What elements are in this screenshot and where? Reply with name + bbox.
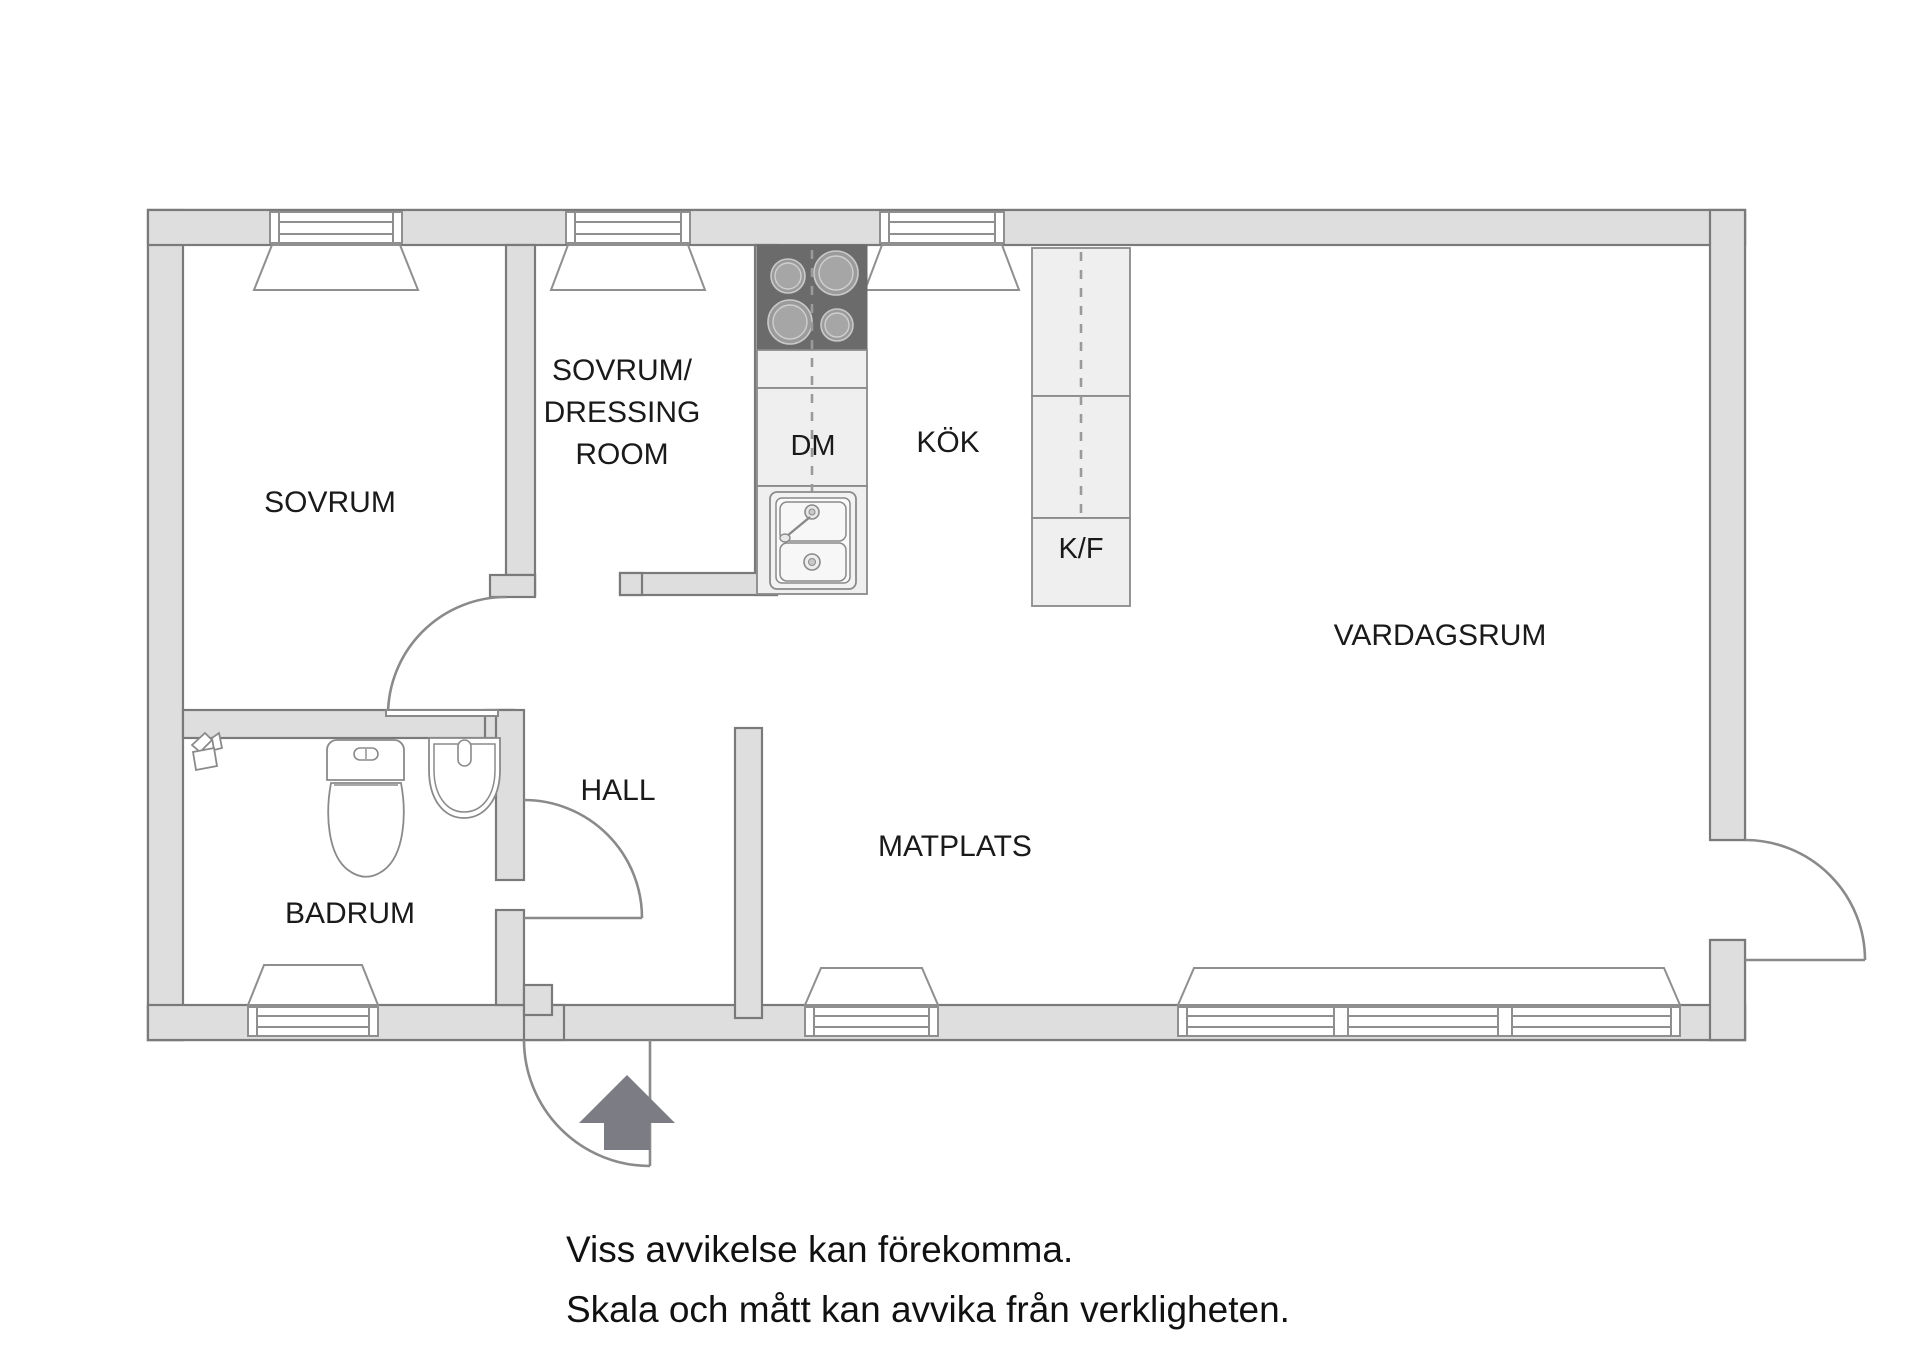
- wall-outer-left: [146, 208, 185, 1042]
- kitchen-counter-run: [756, 244, 868, 595]
- window-dressing-room: [549, 211, 707, 291]
- disclaimer-line-2: Skala och mått kan avvika från verklighe…: [566, 1289, 1290, 1330]
- window-bathroom: [246, 964, 380, 1037]
- wall-kitchen-stub-end: [618, 571, 644, 597]
- wall-sovrum-dressing: [504, 243, 537, 597]
- room-label-kok: KÖK: [916, 426, 979, 459]
- kitchen-sink: [769, 491, 857, 590]
- patio-door[interactable]: [1744, 838, 1867, 962]
- window-dining: [803, 967, 940, 1037]
- bathroom-door[interactable]: [523, 798, 644, 920]
- window-living-room: [1176, 967, 1682, 1037]
- appliance-label-dm: DM: [790, 430, 835, 462]
- room-labels-group: SOVRUM SOVRUM/ DRESSING ROOM KÖK VARDAGS…: [264, 354, 1546, 930]
- room-label-badrum: BADRUM: [285, 897, 415, 930]
- bathroom-fixtures-group: [190, 731, 501, 878]
- windows-group: [246, 211, 1682, 1037]
- disclaimer-line-1: Viss avvikelse kan förekomma.: [566, 1229, 1073, 1270]
- wall-outer-right-band-upper: [1708, 208, 1747, 842]
- room-label-sovrum-dressing-line2: DRESSING: [544, 396, 701, 429]
- wall-entrance-nib: [522, 983, 554, 1017]
- appliance-label-kf: K/F: [1058, 533, 1103, 565]
- disclaimer-group: Viss avvikelse kan förekomma. Skala och …: [566, 1229, 1290, 1330]
- bedroom-door[interactable]: [385, 595, 507, 717]
- window-bedroom: [252, 211, 420, 291]
- interior-fill: [183, 245, 1710, 1005]
- wall-kitchen-south-stub: [618, 571, 779, 597]
- doors-group: [385, 595, 1867, 1168]
- room-label-hall: HALL: [580, 774, 655, 807]
- shower-mixer: [190, 731, 224, 772]
- kf-cabinet-bottom: [1031, 517, 1131, 607]
- room-label-sovrum-dressing-line3: ROOM: [575, 438, 668, 471]
- wall-outer-right-band-lower: [1708, 938, 1747, 1042]
- window-kitchen: [863, 211, 1021, 291]
- room-label-sovrum: SOVRUM: [264, 486, 396, 519]
- wash-basin: [428, 737, 501, 819]
- entrance-arrow: [579, 1075, 675, 1150]
- wall-badrum-hall-lower: [494, 908, 526, 1007]
- toilet: [326, 739, 405, 878]
- room-label-sovrum-dressing-line1: SOVRUM/: [552, 354, 693, 387]
- fridge-freezer-column: [1031, 247, 1131, 607]
- stove-cooktop: [756, 244, 868, 351]
- wall-badrum-hall-upper: [494, 708, 526, 882]
- room-label-matplats: MATPLATS: [878, 830, 1032, 863]
- room-label-vardagsrum: VARDAGSRUM: [1334, 619, 1547, 652]
- wall-hall-matplats: [733, 726, 764, 1020]
- wall-bedroom-door-nib: [488, 573, 537, 599]
